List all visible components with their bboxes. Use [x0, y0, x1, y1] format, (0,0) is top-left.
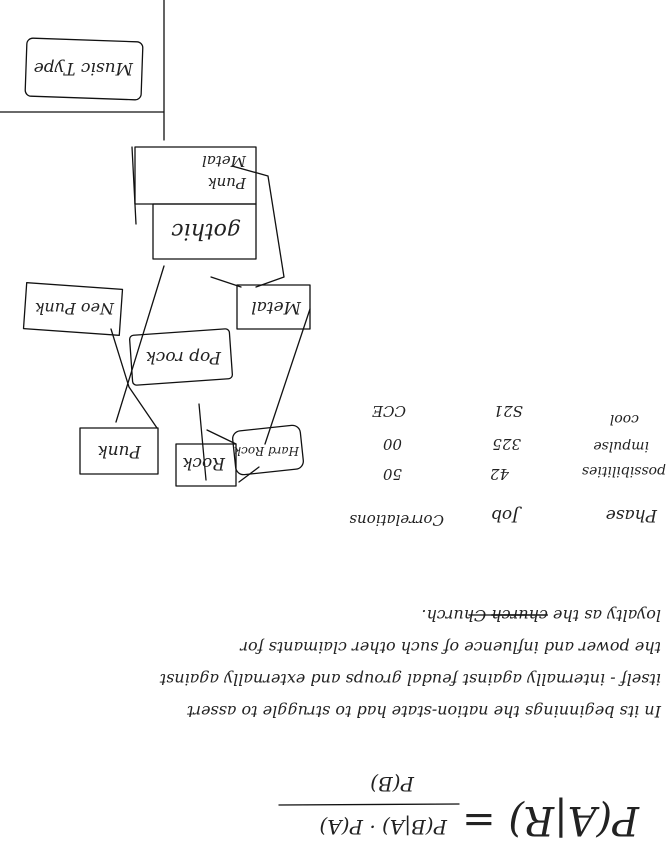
paragraph-line-1: In its beginnings the nation-state had t… — [186, 702, 662, 721]
table-cell: possibilities — [582, 463, 666, 479]
handwritten-table: Phase Job Correlations possibilities 42 … — [349, 402, 666, 529]
table-cell: 00 — [382, 435, 402, 453]
genre-label-pop-rock: Pop rock — [146, 347, 222, 367]
bayes-formula: P(A|R) = P(B|A) · P(A) P(B) — [278, 772, 640, 843]
genre-label-metal: Metal — [251, 297, 302, 317]
table-cell: 50 — [382, 465, 402, 483]
genre-box-pop-rock — [128, 328, 234, 386]
genre-label-hard-rock: Hard Rock — [234, 444, 300, 458]
connector — [264, 308, 311, 445]
paragraph-line-2: itself - internally against feudal group… — [159, 670, 661, 689]
paragraph-line-4: loyalty as the church Church. — [421, 606, 661, 625]
table-cell: impulse — [593, 438, 649, 454]
genre-label-gothic: gothic — [171, 218, 241, 243]
genre-label-rock: Rock — [182, 453, 226, 473]
connector — [206, 429, 237, 445]
connector — [115, 265, 165, 423]
handwritten-paragraph: In its beginnings the nation-state had t… — [159, 606, 662, 721]
table-header-phase: Phase — [606, 505, 658, 525]
table-header-correlations: Correlations — [349, 511, 444, 529]
table-header-job: Job — [491, 505, 522, 525]
connector — [131, 146, 137, 225]
connector — [110, 328, 158, 429]
table-cell: cool — [610, 411, 639, 427]
connector — [198, 403, 207, 481]
table-cell: S21 — [494, 402, 523, 420]
fraction-bar — [278, 803, 460, 806]
paragraph-line-3: the power and influence of such other cl… — [239, 638, 661, 657]
table-cell: 325 — [492, 435, 521, 453]
genre-label-music-type: Music Type — [34, 58, 134, 78]
formula-lhs: P(A|R) = — [462, 797, 640, 843]
connector — [231, 165, 285, 288]
genre-label-neo-punk: Neo Punk — [35, 299, 115, 318]
genre-box-punk-metal — [134, 146, 257, 205]
formula-denominator: P(B) — [370, 772, 415, 796]
connector — [210, 276, 242, 288]
genre-label-punk: Punk — [97, 441, 142, 461]
genre-box-punk — [79, 427, 159, 475]
genre-box-metal — [236, 284, 311, 330]
genre-box-neo-punk — [22, 282, 124, 336]
genre-diagram: Rock Hard Rock Punk Pop rock Metal Neo P… — [0, 0, 311, 487]
music-type-outer-frame — [0, 0, 165, 141]
genre-box-music-type — [24, 37, 144, 101]
genre-label-punk-metal-line-2: Metal — [202, 152, 247, 170]
genre-label-punk-metal-line-1: Punk — [207, 174, 247, 192]
table-cell: CCE — [372, 402, 406, 420]
formula-numerator: P(B|A) · P(A) — [319, 814, 448, 839]
table-cell: 42 — [490, 465, 510, 483]
genre-box-hard-rock — [232, 424, 304, 476]
